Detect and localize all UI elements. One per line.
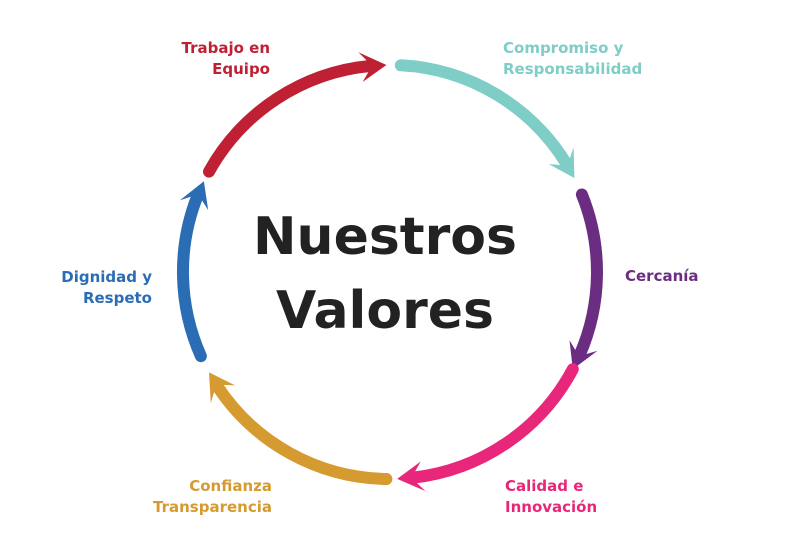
label-cercania: Cercanía	[625, 266, 699, 287]
label-line2: Equipo	[212, 60, 270, 78]
label-compromiso-responsabilidad: Compromiso y Responsabilidad	[503, 38, 642, 80]
label-line2: Responsabilidad	[503, 60, 643, 78]
label-line1: Confianza	[189, 477, 272, 495]
label-line2: Transparencia	[153, 498, 272, 516]
arrow-head-3	[397, 461, 426, 492]
center-title: Nuestros Valores	[200, 200, 570, 348]
label-line1: Calidad e	[505, 477, 584, 495]
arrow-head-4	[209, 372, 236, 404]
label-line2: Innovación	[505, 498, 598, 516]
arrow-head-2	[569, 340, 598, 370]
label-line1: Cercanía	[625, 267, 699, 285]
label-line1: Compromiso y	[503, 39, 624, 57]
arrow-head-5	[179, 181, 209, 211]
center-title-line1: Nuestros	[253, 207, 517, 267]
center-title-line2: Valores	[276, 281, 494, 341]
label-line1: Trabajo en	[181, 39, 270, 57]
arrow-shaft-2	[573, 188, 603, 362]
label-confianza-transparencia: Confianza Transparencia	[126, 476, 272, 518]
label-calidad-innovacion: Calidad e Innovación	[505, 476, 597, 518]
arrow-shaft-4	[211, 379, 393, 485]
arrow-shaft-3	[406, 363, 579, 484]
label-line1: Dignidad y	[61, 268, 152, 286]
arrow-head-1	[548, 147, 575, 178]
arrow-head-0	[358, 52, 387, 82]
arrow-shaft-1	[394, 59, 573, 171]
arrow-shaft-5	[177, 189, 207, 363]
label-trabajo-en-equipo: Trabajo en Equipo	[172, 38, 270, 80]
label-line2: Respeto	[82, 289, 152, 307]
arrow-shaft-0	[203, 59, 377, 178]
label-dignidad-respeto: Dignidad y Respeto	[40, 267, 152, 309]
